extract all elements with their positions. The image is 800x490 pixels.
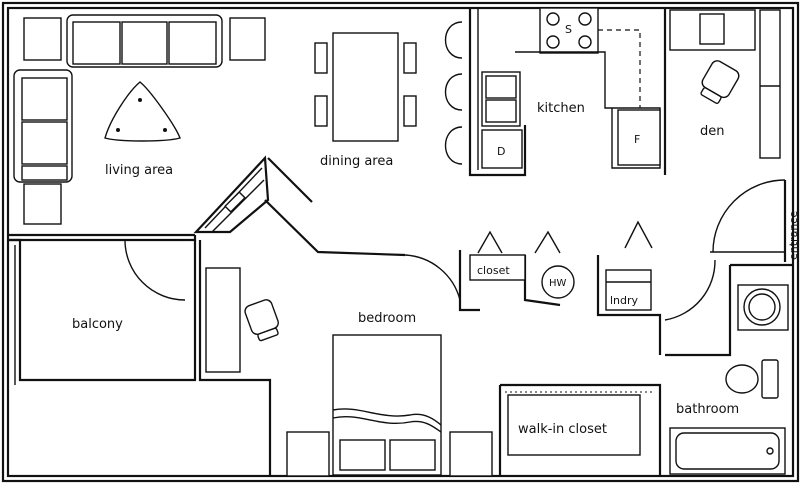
bar-stool: [445, 126, 463, 165]
room-label-walk-in-closet: walk-in closet: [518, 422, 607, 437]
den-shelf: [759, 9, 781, 159]
laundry-door: [624, 220, 653, 249]
dining-area: dining area: [314, 32, 417, 169]
chair-top-right: [229, 17, 266, 61]
refrigerator-label: F: [634, 133, 640, 146]
room-label-bedroom: bedroom: [358, 311, 416, 326]
corner-fireplace: [193, 155, 270, 234]
closet-shelving: [507, 394, 641, 456]
bathroom-sink: [743, 288, 781, 326]
kitchen: D S F kitchen: [445, 7, 661, 177]
closet-door: [477, 230, 503, 254]
bedroom: bedroom: [198, 240, 493, 477]
dishwasher: [481, 129, 523, 169]
sofa-top: [66, 14, 223, 68]
room-label-laundry: lndry: [610, 294, 639, 307]
water-heater: [541, 265, 575, 299]
dishwasher-label: D: [497, 145, 505, 158]
den-monitor: [699, 13, 725, 45]
hw-door: [534, 230, 561, 254]
bar-stool: [445, 21, 463, 59]
room-label-living-area: living area: [105, 163, 173, 178]
bedroom-desk: [205, 267, 241, 373]
dining-chair: [403, 42, 417, 74]
laundry: [605, 269, 652, 311]
room-label-balcony: balcony: [72, 317, 123, 332]
nightstand-left: [286, 431, 330, 477]
living-area: living area: [8, 14, 266, 242]
bedroom-chair: [244, 299, 279, 342]
stove: [539, 7, 599, 54]
den: den: [663, 8, 781, 175]
bathtub: [669, 427, 786, 475]
kitchen-sink: [481, 71, 521, 127]
hall-walls: [264, 157, 716, 355]
dining-chair: [314, 95, 328, 127]
stove-label: S: [565, 23, 572, 36]
dining-chair: [403, 95, 417, 127]
bathroom: bathroom: [665, 263, 793, 475]
toilet: [725, 364, 759, 394]
room-label-closet: closet: [477, 264, 510, 277]
dining-table: [332, 32, 399, 142]
chair-top-left: [23, 17, 62, 61]
closet: [469, 254, 526, 281]
balcony: balcony: [8, 238, 197, 385]
toilet-tank: [761, 359, 779, 399]
den-chair: [700, 60, 740, 105]
nightstand-right: [449, 431, 493, 477]
closets: closet HW lndry: [469, 220, 653, 311]
water-heater-label: HW: [549, 278, 567, 289]
room-label-dining-area: dining area: [320, 154, 393, 169]
room-label-den: den: [700, 124, 725, 139]
chair-bottom-left: [23, 183, 62, 225]
refrigerator: [617, 109, 661, 166]
room-label-kitchen: kitchen: [537, 101, 585, 116]
walk-in-closet: walk-in closet: [498, 383, 662, 476]
room-label-entrance: entrance: [787, 211, 800, 260]
sofa-left: [13, 69, 73, 183]
room-label-bathroom: bathroom: [676, 402, 739, 417]
bar-stool: [445, 73, 463, 111]
bed: [332, 334, 442, 476]
dining-chair: [314, 42, 328, 74]
coffee-table: [104, 81, 181, 142]
entrance: entrance: [710, 179, 800, 262]
